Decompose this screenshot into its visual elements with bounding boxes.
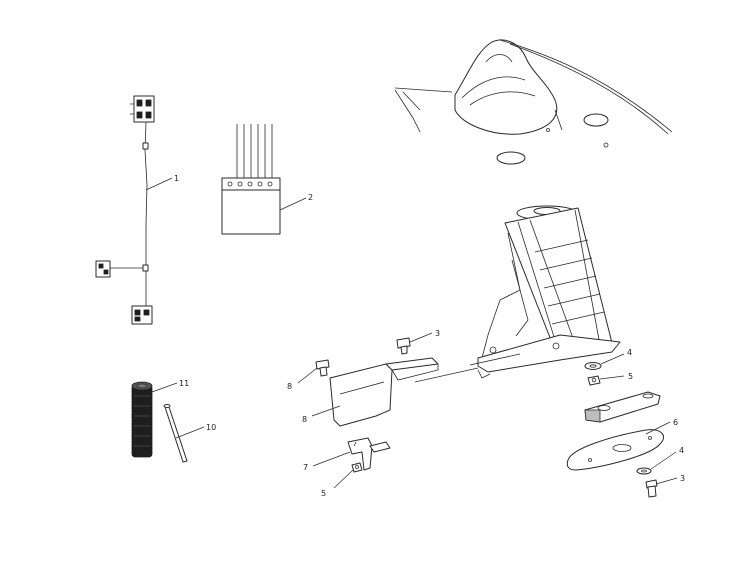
- clamp-clip: 7: [303, 437, 391, 472]
- callout-11: 11: [179, 379, 189, 388]
- harness-connector-top: [130, 95, 155, 123]
- bolt-upper: 3: [396, 329, 440, 355]
- vehicle-body-outline: [394, 39, 673, 165]
- bolt-lower-right: 3: [645, 474, 685, 498]
- bolt-left: 8: [287, 359, 330, 391]
- harness-connector-bottom: [131, 305, 153, 325]
- callout-5-right: 5: [628, 372, 633, 381]
- washer-lower: 4: [636, 446, 684, 475]
- callout-10: 10: [206, 423, 216, 432]
- harness-clip-upper: [142, 142, 149, 150]
- nut-right: 5: [587, 372, 633, 386]
- callout-7: 7: [303, 463, 308, 472]
- callout-8-bolt: 8: [287, 382, 292, 391]
- steering-arm: [584, 391, 661, 423]
- callout-3-upper: 3: [435, 329, 440, 338]
- callout-3-lower: 3: [680, 474, 685, 483]
- cover-plate: 6: [566, 418, 678, 471]
- pin-rod: 10: [163, 404, 216, 463]
- steering-support-tower: [469, 205, 621, 379]
- callout-1: 1: [174, 174, 179, 183]
- connector-block: 2: [221, 124, 313, 235]
- callout-5-left: 5: [321, 489, 326, 498]
- harness-connector-side: [95, 260, 111, 278]
- grip-sleeve: 11: [131, 379, 189, 458]
- callout-4-lower: 4: [679, 446, 684, 455]
- callout-6: 6: [673, 418, 678, 427]
- nut-left: 5: [321, 462, 363, 498]
- callout-2: 2: [308, 193, 313, 202]
- callout-8-bracket: 8: [302, 415, 307, 424]
- wiring-harness: 1: [95, 95, 179, 325]
- mounting-bracket: 8: [302, 357, 479, 427]
- washer-upper: 4: [584, 348, 632, 370]
- callout-4-upper: 4: [627, 348, 632, 357]
- harness-clip-lower: [142, 264, 149, 272]
